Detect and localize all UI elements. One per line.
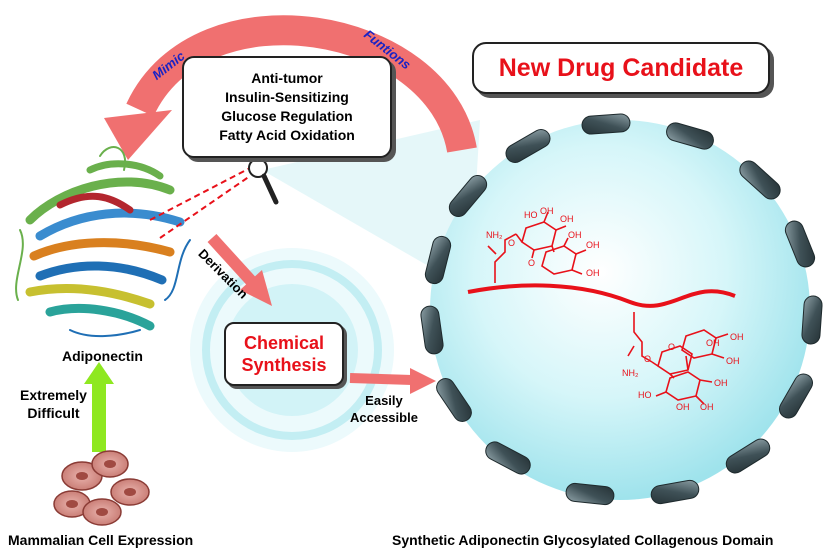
magnifier-icon xyxy=(248,158,279,205)
mimic-arc-arrow xyxy=(126,15,477,154)
synthetic-domain-label: Synthetic Adiponectin Glycosylated Colla… xyxy=(392,532,774,548)
function-item-anti-tumor: Anti-tumor xyxy=(251,70,323,86)
lower-oh-label-1: OH xyxy=(730,332,744,342)
peptide-backbone xyxy=(467,283,736,308)
lower-o-label-2: O xyxy=(668,342,675,352)
zoom-beam xyxy=(262,120,480,290)
upper-oh-label-5: OH xyxy=(586,268,600,278)
sphere-membrane xyxy=(420,113,823,506)
difficult-arrow-shaft xyxy=(92,382,106,452)
lower-ho-label: HO xyxy=(638,390,652,400)
upper-oh-label-1: OH xyxy=(540,206,554,216)
extremely-difficult-label: Extremely Difficult xyxy=(20,386,87,422)
upper-oh-label-3: OH xyxy=(568,230,582,240)
synthesis-halo-ring xyxy=(202,260,382,440)
accessible-text: Accessible xyxy=(350,410,418,425)
upper-oh-label-4: OH xyxy=(586,240,600,250)
mammalian-cell-expression-label: Mammalian Cell Expression xyxy=(8,532,194,548)
mimic-arc-arrowhead xyxy=(104,110,172,160)
chemical-synthesis-box: Chemical Synthesis xyxy=(224,322,344,386)
function-item-insulin: Insulin-Sensitizing xyxy=(225,89,349,105)
upper-glycan-labels: NH₂ O OH HO OH OH OH OH O xyxy=(486,206,600,278)
chemical-label: Chemical xyxy=(243,333,325,353)
derivation-arrow-shaft xyxy=(207,233,257,287)
lower-oh-label-4: OH xyxy=(714,378,728,388)
functions-box: Anti-tumor Insulin-Sensitizing Glucose R… xyxy=(182,56,392,158)
lower-glycan xyxy=(627,312,729,405)
new-drug-candidate-title: New Drug Candidate xyxy=(472,42,770,94)
function-item-glucose: Glucose Regulation xyxy=(221,108,353,124)
easily-accessible-label: Easily Accessible xyxy=(350,392,418,426)
zoom-line-2 xyxy=(159,175,251,239)
accessible-arrowhead xyxy=(410,368,436,394)
adiponectin-label: Adiponectin xyxy=(62,348,143,364)
lower-oh-label-5: OH xyxy=(700,402,714,412)
lower-oh-label-3: OH xyxy=(706,338,720,348)
upper-nh2-label: NH₂ xyxy=(486,230,503,240)
drug-candidate-sphere xyxy=(430,120,810,500)
new-drug-candidate-text: New Drug Candidate xyxy=(498,53,744,82)
upper-ho-label-1: HO xyxy=(524,210,538,220)
lower-o-label: O xyxy=(644,354,651,364)
lower-oh-label-2: OH xyxy=(726,356,740,366)
easily-text: Easily xyxy=(365,393,403,408)
mammalian-cells xyxy=(53,450,150,526)
upper-o-label: O xyxy=(508,238,515,248)
lower-oh-label-6: OH xyxy=(676,402,690,412)
lower-nh2-label: NH₂ xyxy=(622,368,639,378)
accessible-arrow-shaft xyxy=(349,373,413,385)
extremely-text: Extremely xyxy=(20,387,87,403)
lower-glycan-labels: NH₂ O OH OH OH OH OH OH HO O xyxy=(622,332,744,412)
upper-oh-label-2: OH xyxy=(560,214,574,224)
upper-glycan xyxy=(487,211,587,283)
function-item-fatty-acid: Fatty Acid Oxidation xyxy=(219,127,355,143)
zoom-line-1 xyxy=(149,167,251,221)
synthesis-label: Synthesis xyxy=(241,355,327,375)
derivation-arrowhead xyxy=(240,270,272,306)
upper-o-label-2: O xyxy=(528,258,535,268)
adiponectin-protein xyxy=(15,146,191,338)
difficult-arrowhead xyxy=(84,362,114,384)
difficult-text: Difficult xyxy=(27,405,80,421)
